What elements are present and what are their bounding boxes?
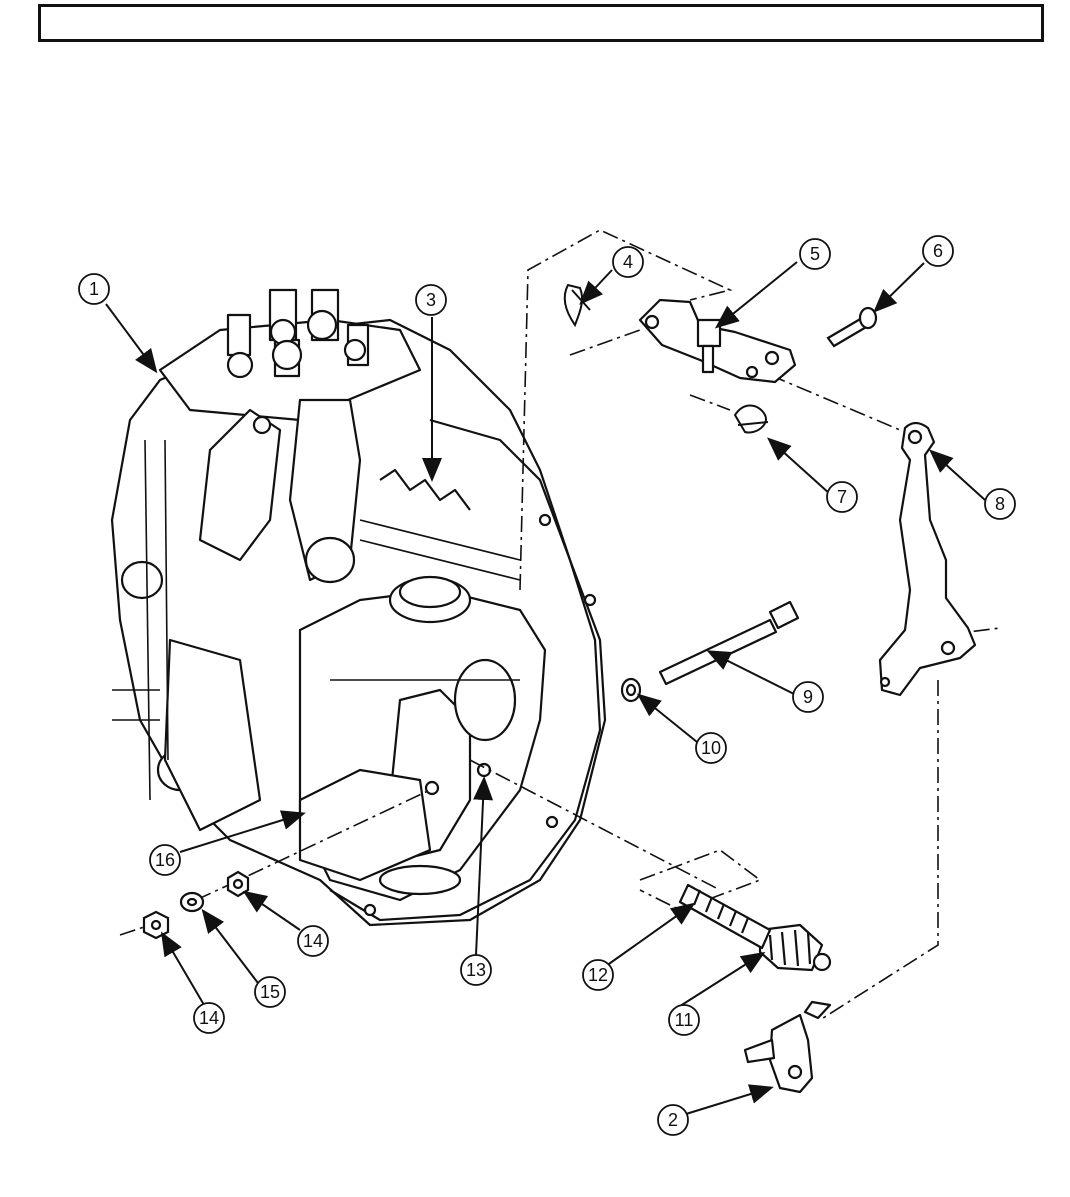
callout-13: 13 bbox=[461, 955, 491, 985]
spring-sleeve-part-11 bbox=[760, 925, 830, 970]
washer-part-15 bbox=[181, 893, 203, 911]
svg-text:13: 13 bbox=[466, 960, 486, 980]
clevis-pin-part-6 bbox=[828, 308, 876, 346]
callout-15: 15 bbox=[255, 977, 285, 1007]
callout-2: 2 bbox=[658, 1105, 688, 1135]
callout-9: 9 bbox=[793, 682, 823, 712]
callout-3: 3 bbox=[416, 285, 446, 315]
clevis-part-2 bbox=[745, 1002, 830, 1092]
washer-part-10 bbox=[622, 679, 640, 701]
throttle-lever-part-8 bbox=[880, 423, 975, 695]
callout-7: 7 bbox=[827, 482, 857, 512]
callout-1: 1 bbox=[79, 274, 109, 304]
svg-text:11: 11 bbox=[675, 1010, 694, 1030]
svg-text:14: 14 bbox=[199, 1008, 219, 1028]
callout-14-lower: 14 bbox=[194, 1003, 224, 1033]
callout-11: 11 bbox=[669, 1005, 699, 1035]
callout-14-upper: 14 bbox=[298, 926, 328, 956]
svg-text:2: 2 bbox=[668, 1110, 678, 1130]
svg-text:1: 1 bbox=[89, 279, 99, 299]
callout-4: 4 bbox=[613, 247, 643, 277]
svg-text:8: 8 bbox=[995, 494, 1005, 514]
svg-text:7: 7 bbox=[837, 487, 847, 507]
bolt-part-9 bbox=[660, 602, 798, 684]
cotter-pin-part-7 bbox=[735, 406, 768, 433]
svg-text:5: 5 bbox=[810, 244, 820, 264]
nut-part-14-lower bbox=[144, 912, 168, 938]
linkage-bracket-part-5 bbox=[640, 300, 795, 382]
svg-text:9: 9 bbox=[803, 687, 813, 707]
callout-12: 12 bbox=[583, 960, 613, 990]
svg-text:16: 16 bbox=[155, 850, 175, 870]
svg-text:6: 6 bbox=[933, 241, 943, 261]
cotter-pin-part-4 bbox=[565, 285, 590, 325]
callout-5: 5 bbox=[800, 239, 830, 269]
callout-8: 8 bbox=[985, 489, 1015, 519]
svg-text:4: 4 bbox=[623, 252, 633, 272]
svg-text:12: 12 bbox=[588, 965, 608, 985]
svg-text:3: 3 bbox=[426, 290, 436, 310]
callout-6: 6 bbox=[923, 236, 953, 266]
threaded-rod-part-12 bbox=[680, 885, 770, 948]
svg-text:14: 14 bbox=[303, 931, 323, 951]
svg-text:15: 15 bbox=[260, 982, 280, 1002]
nut-part-14-upper bbox=[228, 872, 248, 896]
callout-16: 16 bbox=[150, 845, 180, 875]
injection-pump-housing bbox=[112, 290, 605, 925]
svg-text:10: 10 bbox=[701, 738, 721, 758]
callout-10: 10 bbox=[696, 733, 726, 763]
